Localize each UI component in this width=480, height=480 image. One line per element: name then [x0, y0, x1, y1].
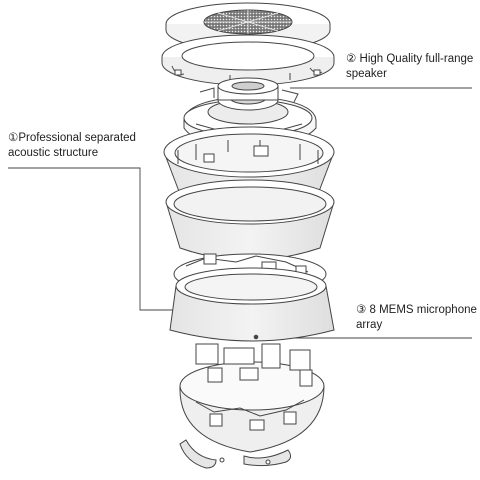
- callout-speaker: ② High Quality full-range speaker: [346, 52, 480, 82]
- middle-cylinder-band: [165, 179, 335, 261]
- callout-acoustic-structure: ①Professional separated acoustic structu…: [8, 131, 158, 161]
- callout-text-acoustic: Professional separated acoustic structur…: [8, 132, 136, 159]
- callout-microphone-array: ③ 8 MEMS microphone array: [356, 303, 480, 333]
- leader-line-acoustic: [8, 167, 176, 311]
- callout-number-2: ②: [346, 53, 357, 65]
- callout-number-1: ①: [8, 132, 19, 144]
- ring-plate: [161, 34, 335, 86]
- lower-shell-band: [169, 267, 335, 342]
- callout-text-speaker: High Quality full-range speaker: [346, 53, 474, 80]
- callout-number-3: ③: [356, 304, 367, 316]
- callout-text-mics: 8 MEMS microphone array: [356, 304, 477, 331]
- base-assembly: [179, 343, 325, 469]
